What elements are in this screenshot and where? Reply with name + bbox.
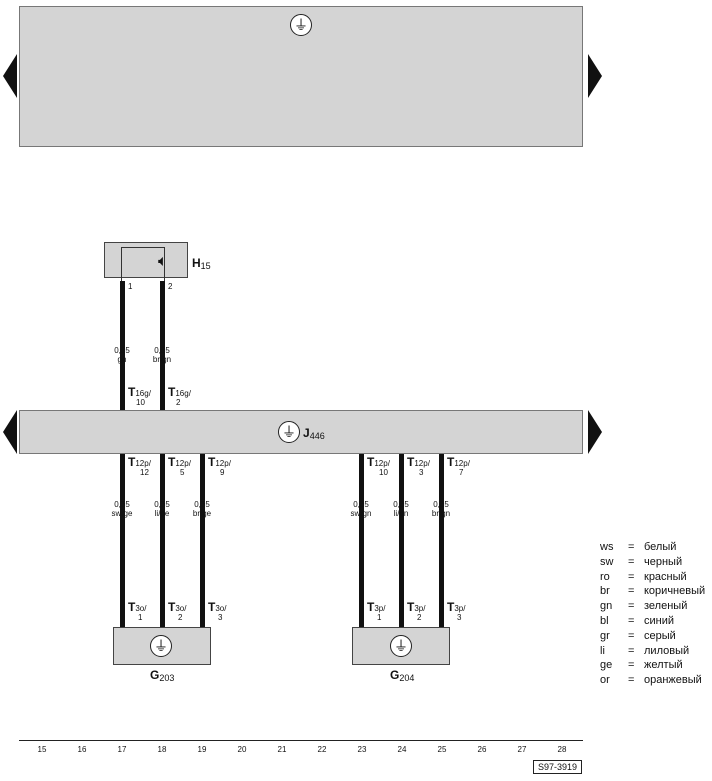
connector-t3p-2: T3p/2 xyxy=(407,600,426,622)
next-page-arrow-icon[interactable] xyxy=(588,54,602,98)
wire-j446-6 xyxy=(439,454,444,628)
speaker-icon: 🔈︎ xyxy=(158,253,168,270)
wire-j446-2 xyxy=(160,454,165,628)
color-legend: ws=белый sw=черный ro=красный br=коричне… xyxy=(600,540,705,688)
wire-gauge: 0,35 xyxy=(114,346,130,355)
legend-row: gn=зеленый xyxy=(600,600,688,613)
track-number: 16 xyxy=(77,745,87,754)
g203-label: G203 xyxy=(150,668,175,683)
wire-j446-3 xyxy=(200,454,205,628)
legend-row: or=оранжевый xyxy=(600,674,702,687)
track-number: 19 xyxy=(197,745,207,754)
wire-gauge: 0,35 xyxy=(154,346,170,355)
track-number: 25 xyxy=(437,745,447,754)
wire-color: br/gn xyxy=(152,355,172,364)
wire-j446-4 xyxy=(359,454,364,628)
legend-row: li=лиловый xyxy=(600,644,690,657)
connector-t3p-1: T3p/1 xyxy=(367,600,386,622)
wire-h15-1 xyxy=(120,281,125,410)
track-number: 22 xyxy=(317,745,327,754)
track-number: 26 xyxy=(477,745,487,754)
track-number: 20 xyxy=(237,745,247,754)
h15-label: H15 xyxy=(192,256,211,271)
wire-j446-5 xyxy=(399,454,404,628)
top-panel xyxy=(19,45,583,147)
sensor-symbol-icon: ⏚ xyxy=(150,635,172,657)
connector-t3o-3: T3o/3 xyxy=(208,600,227,622)
sensor-symbol-icon: ⏚ xyxy=(390,635,412,657)
track-number: 17 xyxy=(117,745,127,754)
wire-h15-2 xyxy=(160,281,165,410)
track-number: 28 xyxy=(557,745,567,754)
ground-symbol-icon: ⏚ xyxy=(278,421,300,443)
wire-h15-2-gauge: 0,35 br/gn xyxy=(148,346,176,364)
h15-pin-1: 1 xyxy=(128,282,133,291)
track-number: 21 xyxy=(277,745,287,754)
wire-j446-1 xyxy=(120,454,125,628)
connector-t12p-10: T12p/10 xyxy=(367,455,390,477)
connector-t16g-2: T16g/ 2 xyxy=(168,385,191,407)
next-page-arrow-icon[interactable] xyxy=(588,410,602,454)
connector-t16g-10: T16g/ 10 xyxy=(128,385,151,407)
track-ruler-line xyxy=(19,740,583,741)
previous-page-arrow-icon[interactable] xyxy=(3,410,17,454)
legend-row: ge=желтый xyxy=(600,659,683,672)
connector-t12p-9: T12p/9 xyxy=(208,455,231,477)
j446-label: J446 xyxy=(303,426,325,441)
h15-component xyxy=(104,242,188,278)
ground-symbol-icon: ⏚ xyxy=(290,14,312,36)
track-number: 23 xyxy=(357,745,367,754)
g204-label: G204 xyxy=(390,668,415,683)
legend-row: ro=красный xyxy=(600,570,687,583)
legend-row: br=коричневый xyxy=(600,585,706,598)
h15-pin-2: 2 xyxy=(168,282,173,291)
legend-row: gr=серый xyxy=(600,629,676,642)
connector-t3p-3: T3p/3 xyxy=(447,600,466,622)
track-number: 15 xyxy=(37,745,47,754)
wire-color: gn xyxy=(117,355,127,364)
connector-t3o-2: T3o/2 xyxy=(168,600,187,622)
drawing-number: S97-3919 xyxy=(533,760,583,774)
connector-t12p-5: T12p/5 xyxy=(168,455,191,477)
track-number: 18 xyxy=(157,745,167,754)
track-number: 27 xyxy=(517,745,527,754)
h15-inner-frame xyxy=(121,247,165,284)
track-number: 24 xyxy=(397,745,407,754)
connector-t12p-7: T12p/7 xyxy=(447,455,470,477)
legend-row: bl=синий xyxy=(600,614,675,627)
previous-page-arrow-icon[interactable] xyxy=(3,54,17,98)
legend-row: ws=белый xyxy=(600,541,677,553)
connector-t12p-12: T12p/12 xyxy=(128,455,151,477)
wire-h15-1-gauge: 0,35 gn xyxy=(108,346,136,364)
connector-t12p-3: T12p/3 xyxy=(407,455,430,477)
connector-t3o-1: T3o/1 xyxy=(128,600,147,622)
legend-row: sw=черный xyxy=(600,555,683,568)
j446-control-unit xyxy=(19,410,583,454)
